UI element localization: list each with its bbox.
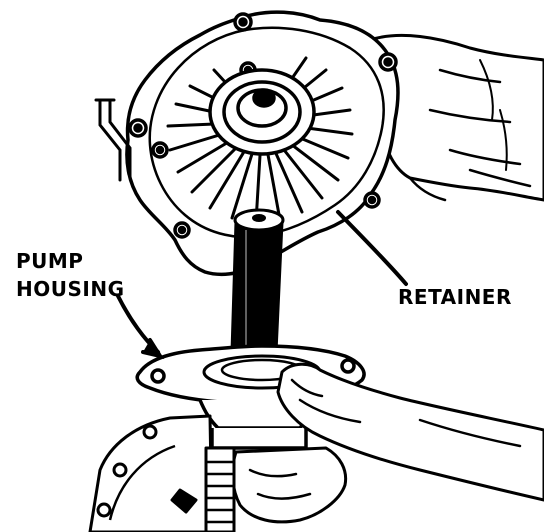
retainer-leader xyxy=(336,210,408,286)
retainer-hub xyxy=(208,68,316,156)
transmission-case xyxy=(88,414,236,532)
pump-housing-label-line1: PUMP xyxy=(16,249,83,273)
upper-hand xyxy=(368,33,544,202)
pump-housing-label-line2: HOUSING xyxy=(16,277,124,301)
pump-housing-arrowhead xyxy=(141,338,165,360)
input-shaft xyxy=(230,208,285,361)
retainer-label: RETAINER xyxy=(398,285,512,309)
leader-lines xyxy=(116,210,408,360)
retainer-side-tube xyxy=(94,98,132,182)
